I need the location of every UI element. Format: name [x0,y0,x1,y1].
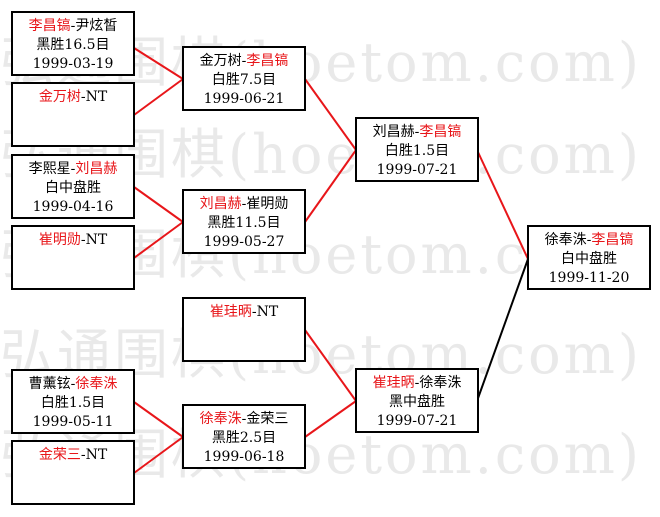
players-separator: - [251,304,257,320]
connector-line [476,149,529,260]
players-separator: - [241,411,247,427]
match-players: 刘昌赫-李昌镐 [357,123,477,142]
match-date: 1999-04-16 [32,199,114,215]
player-winner: 崔珪昞 [209,304,252,320]
match-date: 1999-11-20 [548,270,630,286]
match-box-r1-4: 崔明勋-NT [11,225,135,290]
match-result: 黑胜11.5目 [207,215,281,231]
player-winner: 李昌镐 [591,232,634,248]
match-result: 白胜1.5目 [40,395,106,411]
player-loser: 刘昌赫 [372,124,415,140]
match-result: 黑胜2.5目 [211,430,277,446]
match-players: 崔珪昞-徐奉洙 [357,374,477,393]
match-date: 1999-03-19 [32,56,114,72]
players-separator: - [586,232,592,248]
player-winner: 徐奉洙 [75,376,118,392]
player-winner: 刘昌赫 [199,196,242,212]
match-players: 金荣三-NT [13,446,133,465]
match-result: 白胜1.5目 [384,143,450,159]
connector-line [133,47,184,80]
connector-line [133,186,184,223]
match-box-final: 徐奉洙-李昌镐 白中盘胜 1999-11-20 [527,225,651,290]
player-winner: 刘昌赫 [75,161,118,177]
match-box-r2-3: 徐奉洙-金荣三 黑胜2.5目 1999-06-18 [182,404,306,469]
players-separator: - [70,161,76,177]
match-box-r2-1: 金万树-李昌镐 白胜7.5目 1999-06-21 [182,46,306,111]
match-box-r1-5: 曹薰铉-徐奉洙 白胜1.5目 1999-05-11 [11,369,135,434]
player-loser: 曹薰铉 [28,376,71,392]
players-separator: - [80,447,86,463]
players-separator: - [414,124,420,140]
match-players: 刘昌赫-崔明勋 [184,195,304,214]
players-separator: - [70,376,76,392]
player-loser: 李熙星 [28,161,71,177]
player-loser: NT [85,447,108,463]
match-box-r1-3: 李熙星-刘昌赫 白中盘胜 1999-04-16 [11,154,135,219]
match-box-r1-6: 金荣三-NT [11,440,135,505]
players-separator: - [80,89,86,105]
match-box-r1-2: 金万树-NT [11,82,135,147]
players-separator: - [414,375,420,391]
match-date: 1999-05-27 [203,234,285,250]
match-players: 曹薰铉-徐奉洙 [13,375,133,394]
match-date: 1999-06-18 [203,449,285,465]
match-players: 徐奉洙-金荣三 [184,410,304,429]
connector-line [304,78,357,151]
player-winner: 李昌镐 [246,53,289,69]
match-result: 黑中盘胜 [389,394,445,410]
players-separator: - [241,53,247,69]
match-date: 1999-07-21 [376,162,458,178]
match-players: 徐奉洙-李昌镐 [529,231,649,250]
connector-line [304,400,357,438]
match-players: 李昌镐-尹炫皙 [13,17,133,36]
player-winner: 金荣三 [38,447,81,463]
connector-line [304,329,357,402]
player-winner: 金万树 [38,89,81,105]
player-winner: 崔珪昞 [372,375,415,391]
player-loser: 徐奉洙 [419,375,462,391]
player-winner: 李昌镐 [419,124,462,140]
players-separator: - [70,18,76,34]
match-result: 白中盘胜 [561,251,617,267]
player-winner: 徐奉洙 [199,411,242,427]
player-loser: 金万树 [199,53,242,69]
match-result: 白胜7.5目 [211,72,277,88]
player-winner: 崔明勋 [38,232,81,248]
connector-line [133,78,184,116]
match-box-r3-1: 刘昌赫-李昌镐 白胜1.5目 1999-07-21 [355,117,479,182]
match-box-r2-bye: 崔珪昞-NT [182,297,306,362]
match-result: 白中盘胜 [45,180,101,196]
match-result: 黑胜16.5目 [36,37,110,53]
connector-line [304,149,357,223]
match-box-r3-2: 崔珪昞-徐奉洙 黑中盘胜 1999-07-21 [355,368,479,433]
player-loser: NT [256,304,279,320]
match-players: 崔明勋-NT [13,231,133,250]
players-separator: - [80,232,86,248]
match-players: 李熙星-刘昌赫 [13,160,133,179]
match-box-r1-1: 李昌镐-尹炫皙 黑胜16.5目 1999-03-19 [11,11,135,76]
connector-line [133,401,184,438]
player-loser: 崔明勋 [246,196,289,212]
player-loser: 金荣三 [246,411,289,427]
players-separator: - [241,196,247,212]
match-players: 金万树-NT [13,88,133,107]
player-loser: 尹炫皙 [75,18,118,34]
match-players: 崔珪昞-NT [184,303,304,322]
player-winner: 李昌镐 [28,18,71,34]
player-loser: NT [85,232,108,248]
match-players: 金万树-李昌镐 [184,52,304,71]
match-date: 1999-05-11 [32,414,114,430]
match-box-r2-2: 刘昌赫-崔明勋 黑胜11.5目 1999-05-27 [182,189,306,254]
connector-line [476,258,529,402]
connector-line [133,221,184,259]
player-loser: NT [85,89,108,105]
connector-line [133,436,184,474]
player-loser: 徐奉洙 [544,232,587,248]
match-date: 1999-06-21 [203,91,285,107]
match-date: 1999-07-21 [376,413,458,429]
